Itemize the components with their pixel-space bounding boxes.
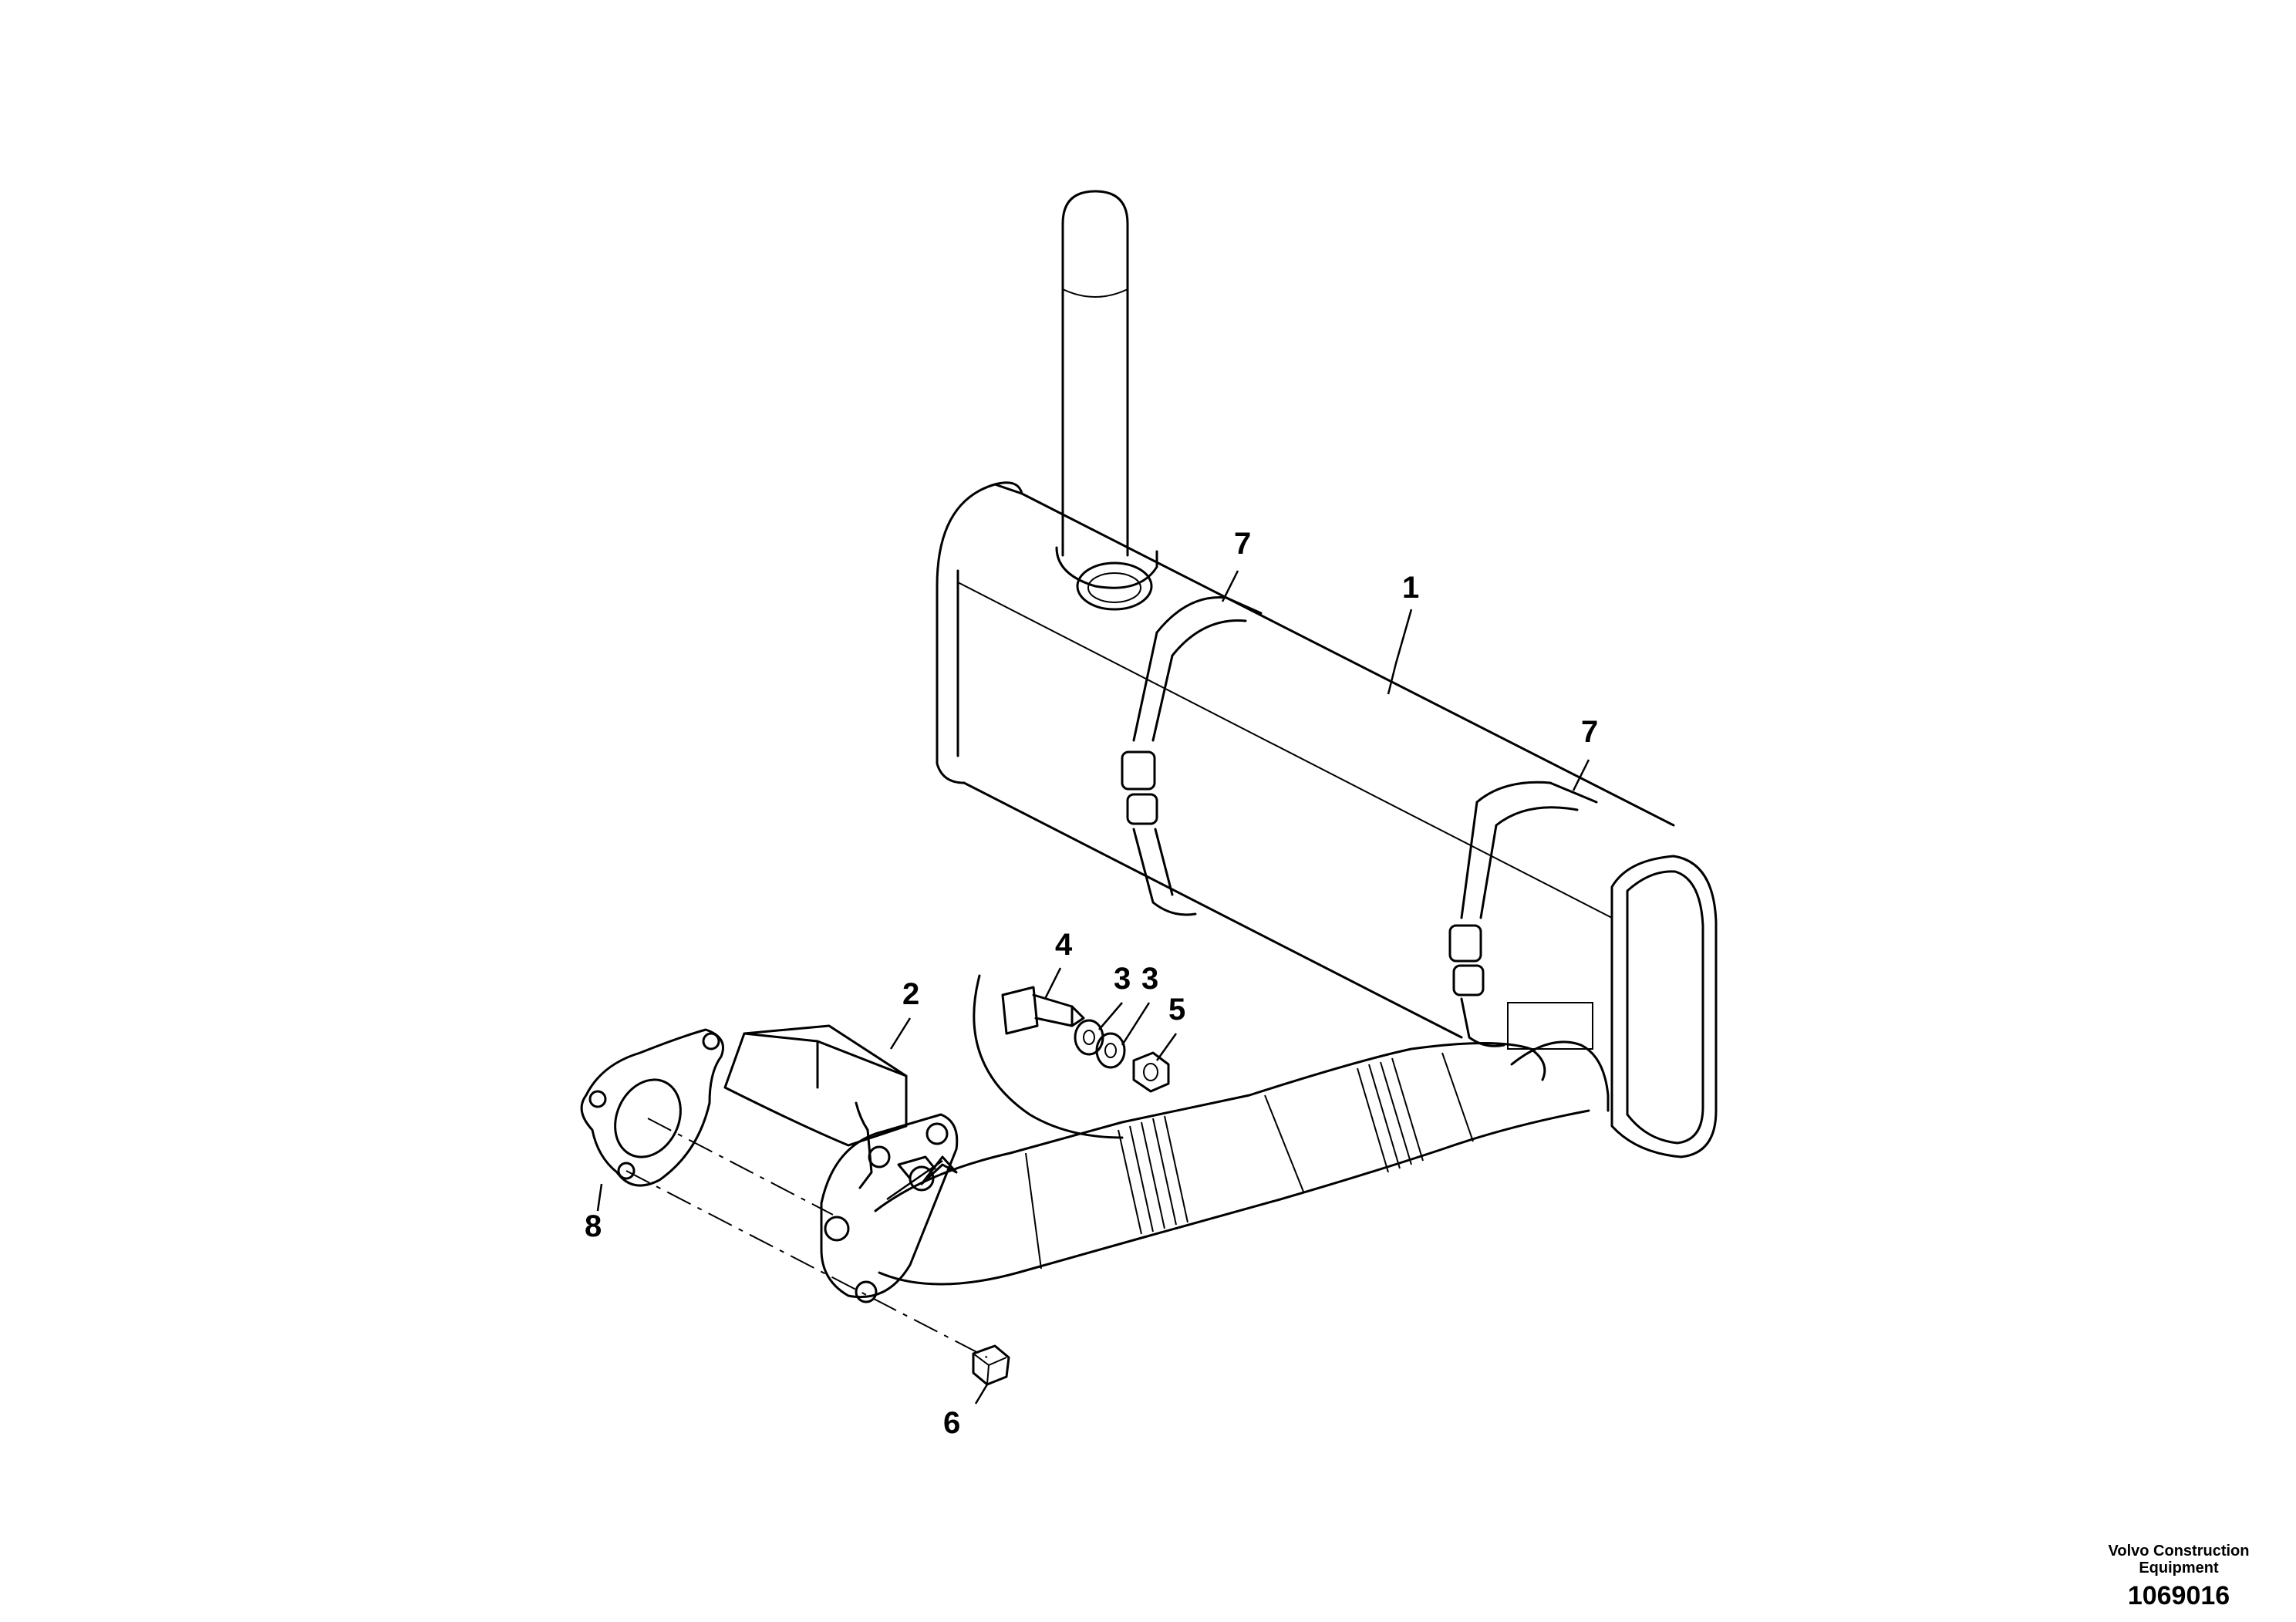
- leader-lines: [596, 570, 1590, 1404]
- callout-6: 6: [943, 1406, 960, 1440]
- callout-4: 4: [1055, 928, 1073, 962]
- company-name-line-2: Equipment: [2139, 1560, 2219, 1576]
- callout-7-left: 7: [1234, 527, 1251, 561]
- callout-3-second: 3: [1141, 962, 1158, 996]
- strap-clamp-left: [1121, 596, 1263, 916]
- center-line-lower: [625, 1170, 988, 1358]
- drawing-number: 1069016: [2127, 1581, 2230, 1610]
- company-name: Volvo Construction Equipment: [2098, 1543, 2260, 1576]
- company-name-line-1: Volvo Construction: [2108, 1543, 2250, 1560]
- center-line-upper: [647, 1118, 834, 1216]
- strap-clamp-right: [1448, 781, 1598, 1047]
- callout-2: 2: [902, 977, 919, 1011]
- callout-1: 1: [1402, 571, 1419, 605]
- callout-8: 8: [585, 1209, 602, 1243]
- heat-shield: [723, 1024, 908, 1189]
- callout-7-right: 7: [1581, 715, 1598, 749]
- callout-3-first: 3: [1114, 962, 1131, 996]
- nut-bottom: [972, 1344, 1010, 1386]
- gasket: [580, 1028, 724, 1187]
- muffler: [936, 481, 1718, 1158]
- callout-5: 5: [1168, 993, 1185, 1027]
- detail-view: [886, 974, 1170, 1201]
- exhaust-pipe: [874, 1040, 1610, 1286]
- tail-pipe: [1055, 190, 1158, 611]
- pipe-flange: [820, 1113, 959, 1303]
